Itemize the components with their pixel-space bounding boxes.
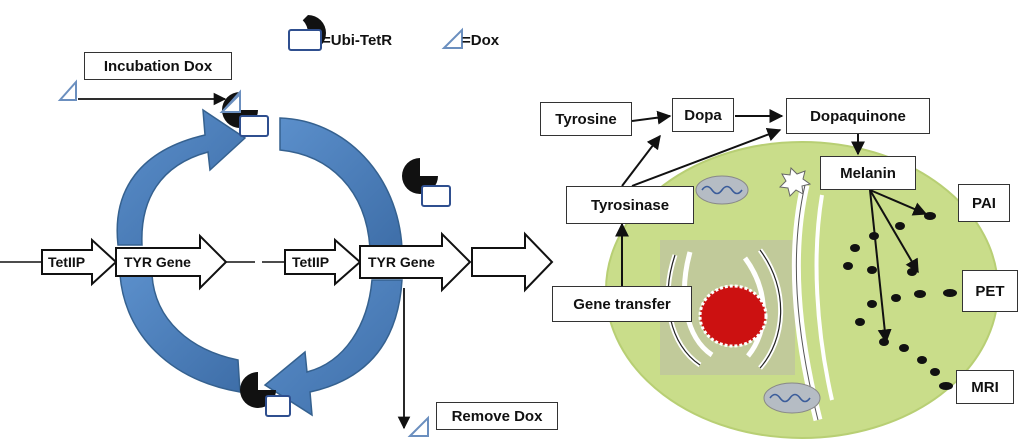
dopa-box: Dopa	[672, 98, 734, 132]
melanin-box: Melanin	[820, 156, 916, 190]
cell	[605, 141, 999, 439]
complex-bottom	[240, 372, 291, 417]
dopaquinone-box: Dopaquinone	[786, 98, 930, 134]
ubi-tetr-symbol	[288, 15, 326, 51]
tyrosine-box: Tyrosine	[540, 102, 632, 136]
gene-left-label: TYR Gene	[124, 254, 191, 270]
remove-dox-label: Remove Dox	[436, 402, 558, 430]
legend-dox-label: =Dox	[462, 32, 500, 49]
cycle-arrow-upper-right	[279, 117, 403, 249]
gene-left-arrow	[115, 233, 228, 291]
tyrosinase-box: Tyrosinase	[566, 186, 694, 224]
gene-construct-right: TetIIP TYR Gene	[262, 231, 472, 293]
incubation-arrow	[57, 79, 241, 113]
remove-dox-arrow	[397, 288, 429, 437]
gene-right-label: TYR Gene	[368, 254, 435, 270]
mitochondrion-top	[695, 175, 749, 205]
mitochondrion-bottom	[763, 382, 821, 414]
promoter-right-arrow	[284, 237, 362, 287]
transfer-arrow	[471, 231, 554, 293]
pai-box: PAI	[958, 184, 1010, 222]
cycle-arrow-upper-left	[116, 108, 247, 246]
pet-box: PET	[962, 270, 1018, 312]
mri-box: MRI	[956, 370, 1014, 404]
promoter-left-label: TetIIP	[48, 254, 85, 270]
nucleus	[698, 284, 768, 348]
cycle-arrow-lower-right	[263, 279, 403, 417]
complex-right	[402, 158, 451, 207]
incubation-dox-label: Incubation Dox	[84, 52, 232, 80]
promoter-right-label: TetIIP	[292, 254, 329, 270]
dox-symbol	[441, 27, 463, 49]
gene-transfer-box: Gene transfer	[552, 286, 692, 322]
legend	[288, 15, 463, 51]
pathway-arrows	[615, 109, 928, 344]
gene-construct-left: TetIIP TYR Gene	[0, 233, 255, 291]
gene-right-arrow	[359, 231, 472, 293]
cycle-arrow-lower-left	[119, 274, 241, 393]
vesicle-star	[778, 166, 812, 197]
legend-ubi-tetr-label: =Ubi-TetR	[322, 32, 393, 49]
promoter-left-arrow	[41, 237, 118, 287]
